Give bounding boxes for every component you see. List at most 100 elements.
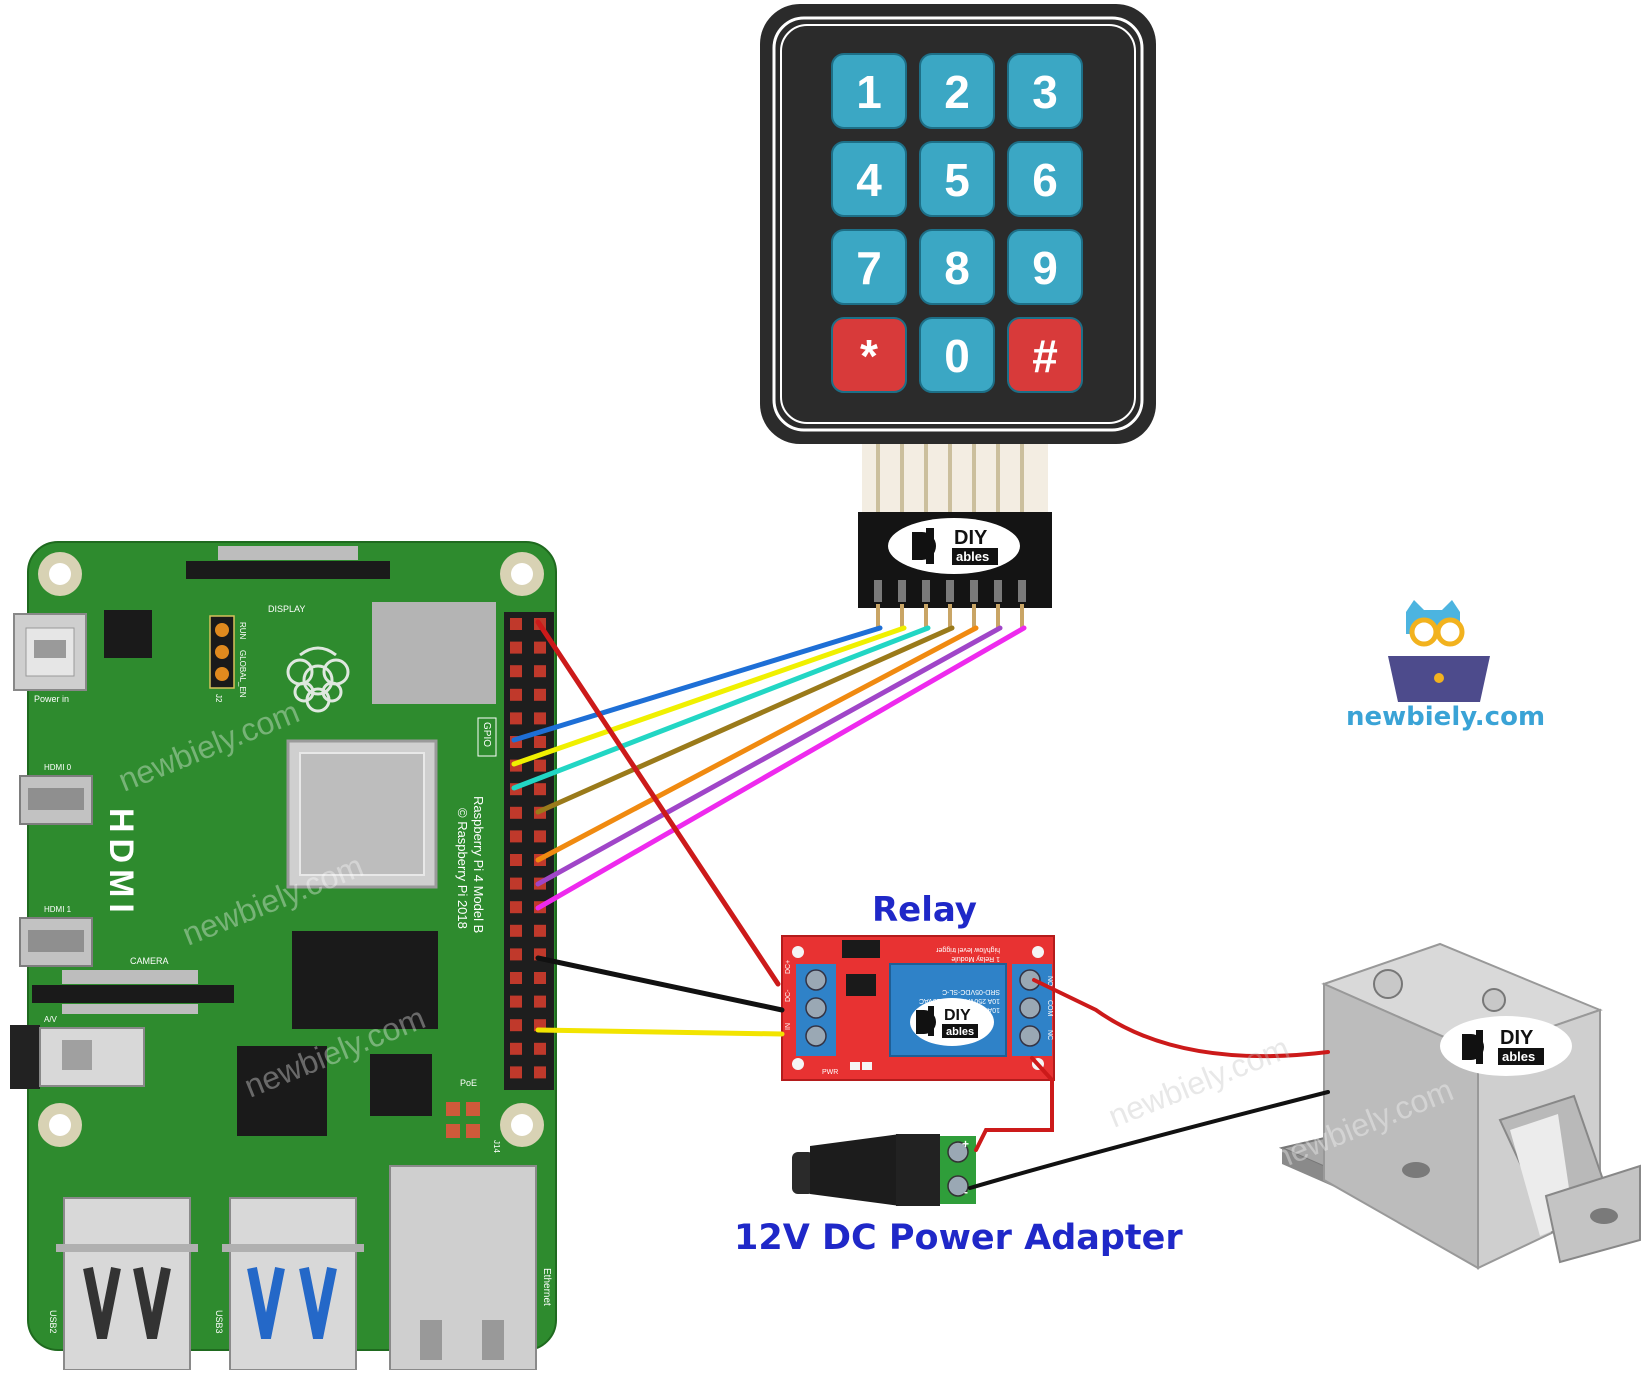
relay-pwr-label: PWR <box>822 1069 838 1076</box>
gpio-header <box>504 612 554 1090</box>
run-label: RUN <box>238 622 247 640</box>
relay-pin-dcplus: DC+ <box>785 960 792 974</box>
keypad-key-label: 9 <box>1032 242 1058 294</box>
gpio-pin <box>510 830 522 843</box>
wire-no-to-lock <box>1032 978 1330 1059</box>
keypad-key-7: 7 <box>831 229 907 305</box>
gpio-pin <box>510 854 522 866</box>
wire-keypad-2 <box>511 625 907 767</box>
hdmi1-label: HDMI 1 <box>44 905 72 914</box>
gpio-pin <box>510 806 522 819</box>
wire-keypad-1 <box>511 625 883 743</box>
solenoid-lock: DIY ables <box>1278 942 1641 1270</box>
wire-keypad-7 <box>535 625 1027 911</box>
relay-module: high/low level trigger 1 Relay ModuleSRD-… <box>781 935 1055 1081</box>
keypad-key-label: 7 <box>856 242 882 294</box>
gpio-pin <box>534 665 546 678</box>
keypad-key-label: 0 <box>944 330 970 382</box>
wires <box>511 619 1330 1190</box>
gpio-label: GPIO <box>481 722 492 747</box>
wire-5v <box>535 619 781 987</box>
relay-pin-dcminus: DC- <box>785 989 792 1002</box>
gpio-pin <box>510 641 522 654</box>
relay-silk-line: high/low level trigger <box>936 946 1000 953</box>
brand-text: newbiely.com <box>1346 702 1546 732</box>
j2-label: J2 <box>214 694 223 703</box>
wire-adapter-to-lock <box>968 1090 1330 1190</box>
relay-silk-line: SRD-05VDC-SL-C <box>942 988 1000 995</box>
gpio-pin <box>510 688 522 701</box>
watermark-4: newbiely.com <box>1103 1029 1294 1134</box>
keypad-key-8: 8 <box>919 229 995 305</box>
dc-power-adapter: + - <box>792 1134 976 1206</box>
relay-pin-nc: NC <box>1046 1030 1053 1040</box>
keypad-key-label: 5 <box>944 154 970 206</box>
gpio-pin <box>510 618 522 630</box>
display-label: DISPLAY <box>268 604 305 614</box>
usb2-port: USB2 <box>48 1197 198 1371</box>
gpio-pin <box>534 830 546 843</box>
keypad-connector: DIY ables <box>858 512 1052 628</box>
relay-logo-ables: ables <box>946 1026 974 1038</box>
keypad-key-3: 3 <box>1007 53 1083 129</box>
keypad-key-9: 9 <box>1007 229 1083 305</box>
global-en-label: GLOBAL_EN <box>238 650 247 698</box>
gpio-pin <box>510 877 522 890</box>
gpio-pin <box>510 712 522 725</box>
gpio-pin <box>510 665 522 678</box>
keypad-key-label: 6 <box>1032 154 1058 206</box>
keypad-key-12: # <box>1007 317 1083 393</box>
keypad-key-label: * <box>860 330 878 382</box>
power-in-label: Power in <box>34 694 69 704</box>
gpio-pin <box>510 1042 522 1055</box>
gpio-pin <box>510 995 522 1008</box>
wire-keypad-5 <box>535 625 979 863</box>
j14-label: J14 <box>492 1140 501 1153</box>
gpio-pin <box>534 1066 546 1079</box>
gpio-pin <box>510 901 522 914</box>
gpio-pin <box>534 924 546 937</box>
gpio-pin <box>510 924 522 937</box>
keypad-key-label: 4 <box>856 154 882 206</box>
gpio-pin <box>510 1066 522 1079</box>
raspberry-logo <box>286 646 350 713</box>
relay-pin-in: IN <box>785 1023 792 1030</box>
keypad-logo-diy: DIY <box>954 527 988 549</box>
lock-logo-diy: DIY <box>1500 1027 1534 1049</box>
model-line1: Raspberry Pi 4 Model B <box>471 796 486 933</box>
gpio-pin <box>510 948 522 961</box>
ethernet-label: Ethernet <box>541 1268 552 1306</box>
wire-gnd <box>535 955 785 1013</box>
camera-label: CAMERA <box>130 956 169 966</box>
relay-logo-diy: DIY <box>944 1007 971 1024</box>
wire-keypad-3 <box>511 625 931 791</box>
adapter-plus: + <box>962 1137 969 1151</box>
wire-signal <box>535 1027 785 1037</box>
relay-silk-line: 1 Relay Module <box>951 955 1000 962</box>
keypad-key-10: * <box>831 317 907 393</box>
gpio-pin <box>534 1019 546 1032</box>
keypad-key-label: 1 <box>856 66 882 118</box>
adapter-label: 12V DC Power Adapter <box>734 1218 1183 1258</box>
relay-pin-com: COM <box>1046 1000 1053 1017</box>
keypad-ribbon-cable <box>862 440 1048 515</box>
relay-pin-no: NO <box>1046 976 1053 987</box>
lock-logo-ables: ables <box>1502 1049 1535 1064</box>
gpio-pin <box>510 1019 522 1032</box>
keypad-key-label: 2 <box>944 66 970 118</box>
keypad-logo-ables: ables <box>956 549 989 564</box>
usb3-port: USB3 <box>214 1197 364 1371</box>
keypad-key-6: 6 <box>1007 141 1083 217</box>
hdmi-label: HDMI <box>102 808 140 919</box>
usb3-label: USB3 <box>214 1310 224 1334</box>
keypad-key-5: 5 <box>919 141 995 217</box>
gpio-pin <box>534 759 546 772</box>
adapter-minus: - <box>964 1185 968 1199</box>
keypad-key-4: 4 <box>831 141 907 217</box>
gpio-pin <box>534 972 546 984</box>
model-line2: © Raspberry Pi 2018 <box>455 808 470 929</box>
gpio-pin <box>534 1042 546 1055</box>
newbiely-owl-logo <box>1388 600 1490 702</box>
